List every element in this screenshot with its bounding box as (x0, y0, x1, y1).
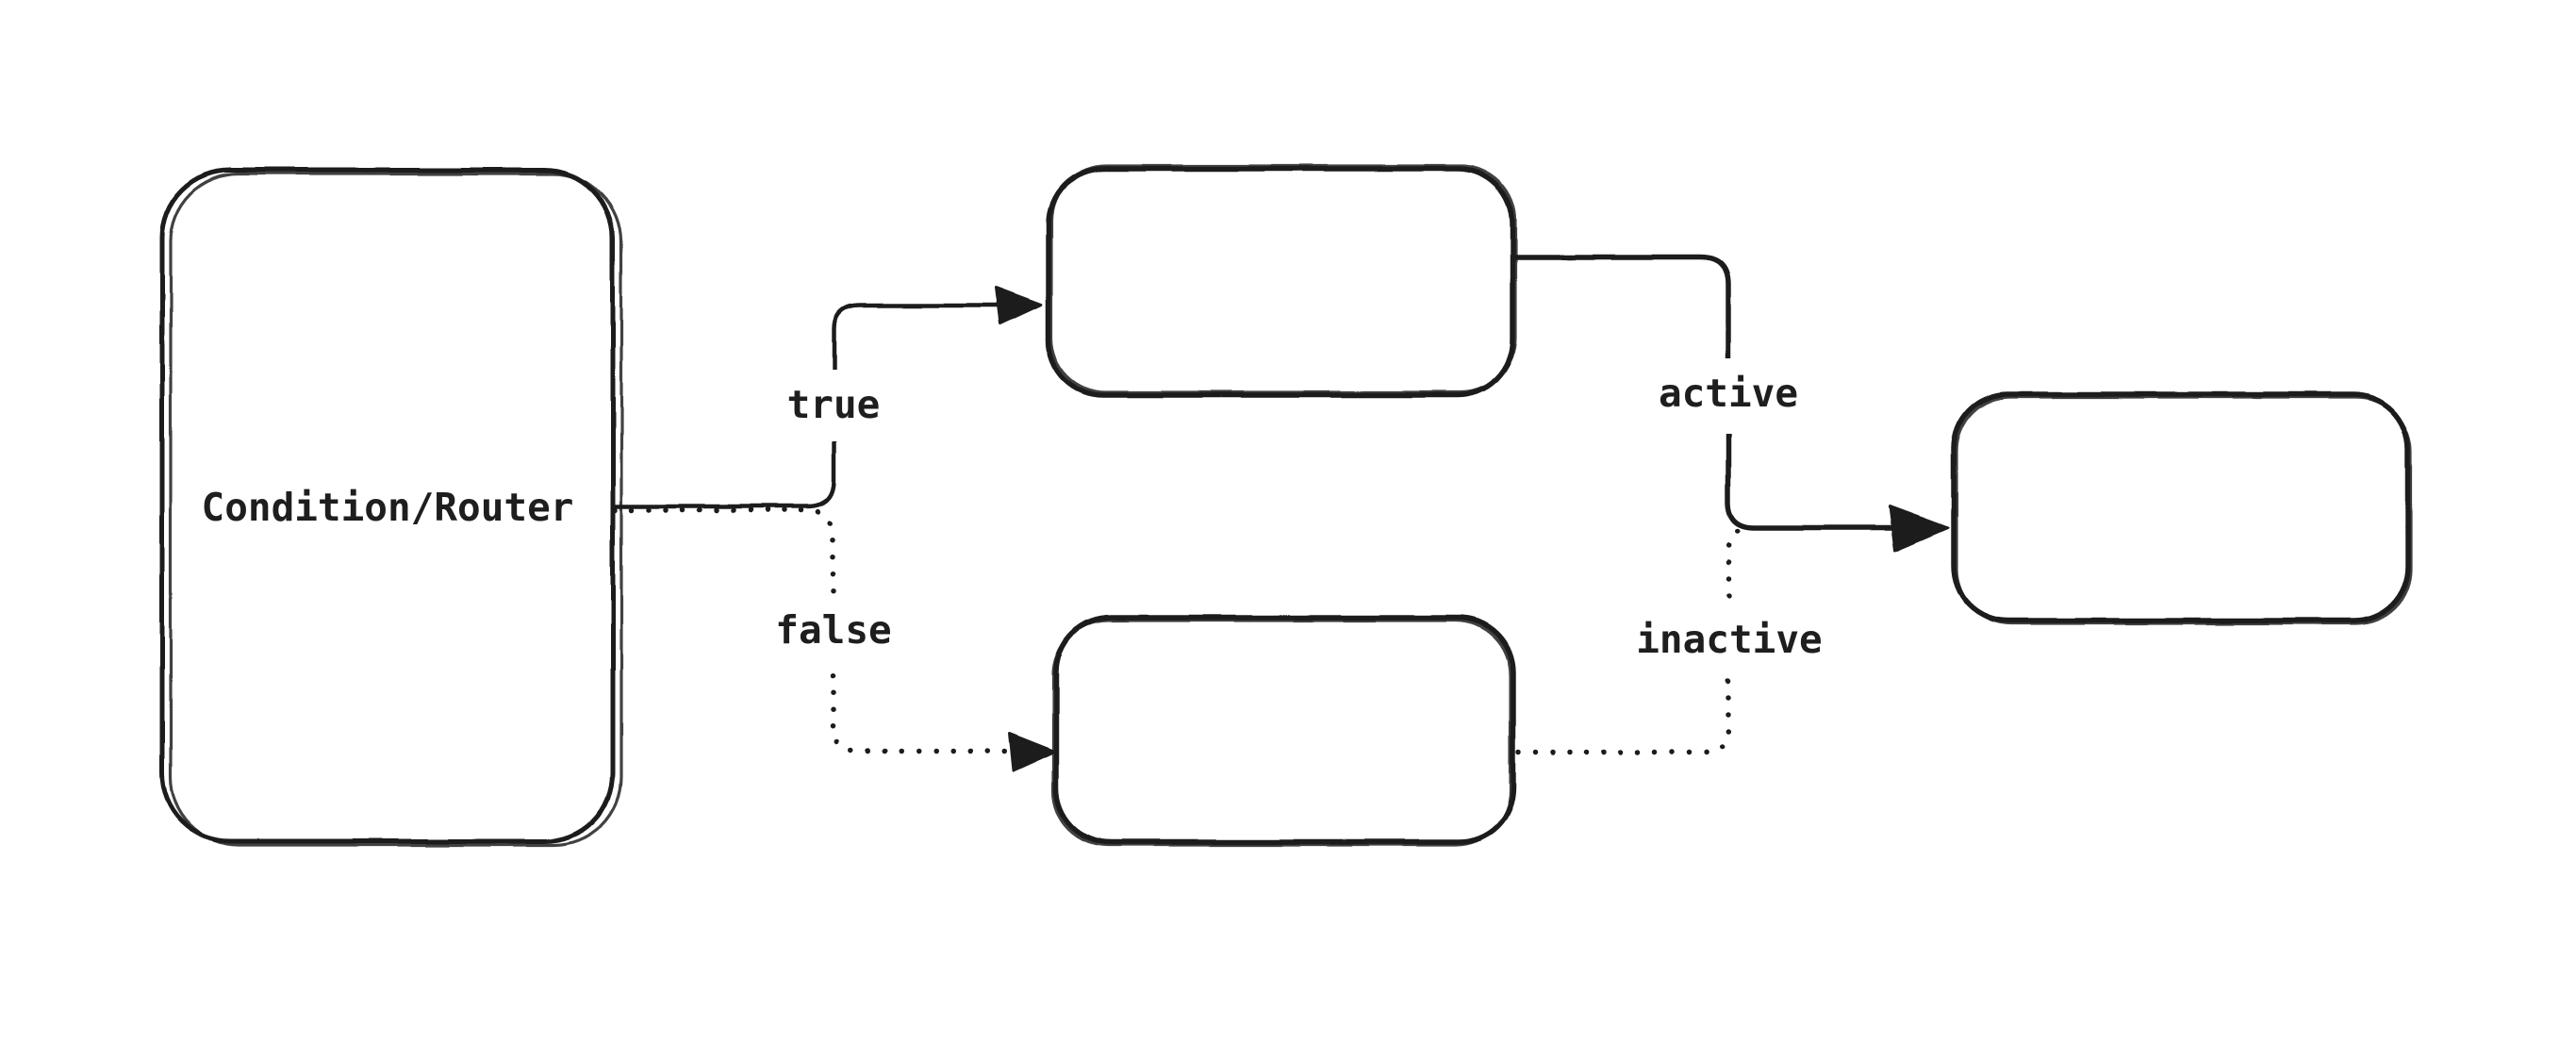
node-true-branch-box-shape[interactable] (1046, 166, 1515, 398)
edge-false-label-bg (762, 594, 905, 668)
labels-layer: true false active inactive Condition/Rou… (202, 358, 1836, 677)
node-result-box-shape[interactable] (1951, 391, 2411, 623)
edge-inactive-label-bg (1623, 602, 1836, 677)
node-false-branch-box-shape[interactable] (1053, 615, 1516, 845)
edge-true-label: true (787, 382, 881, 427)
node-condition-router-label: Condition/Router (202, 485, 574, 530)
node-condition-router-sketch-stroke (169, 172, 623, 847)
edge-false-label: false (775, 607, 891, 653)
edge-active-label-bg (1644, 358, 1812, 434)
node-result-box (1951, 391, 2413, 625)
edge-false-path[interactable] (612, 507, 1014, 754)
node-condition-router (159, 167, 623, 847)
node-result-box-sketch-stroke (1955, 395, 2413, 625)
edge-false (612, 507, 1056, 772)
node-true-branch-box-sketch-stroke (1049, 164, 1517, 394)
edge-inactive-label: inactive (1636, 617, 1822, 662)
edge-active-label: active (1659, 371, 1798, 416)
node-false-branch-box (1051, 615, 1516, 847)
sketch-layer (159, 164, 2413, 847)
edge-true-arrowhead-icon (994, 286, 1043, 325)
node-true-branch-box (1046, 164, 1517, 398)
edge-false-arrowhead-icon (1007, 732, 1056, 772)
edge-true-label-bg (773, 370, 894, 441)
node-false-branch-box-sketch-stroke (1051, 619, 1512, 847)
node-condition-router-shape[interactable] (159, 167, 616, 844)
edge-active-arrowhead-icon (1888, 505, 1950, 553)
